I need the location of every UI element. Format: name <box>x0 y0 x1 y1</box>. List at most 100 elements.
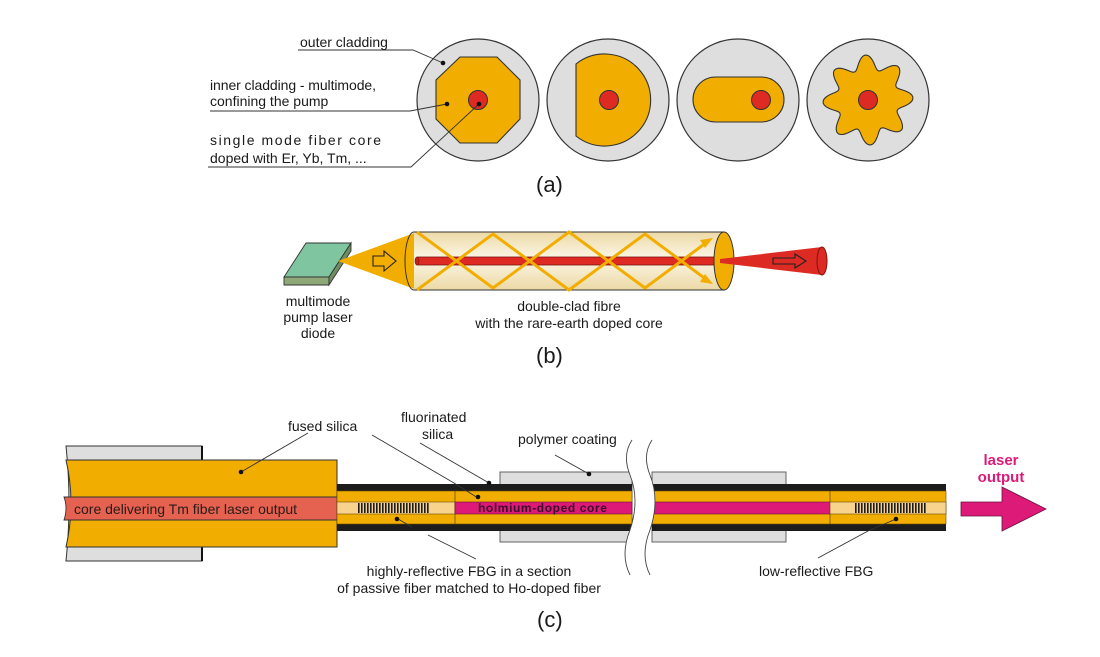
cross-section-octagonal <box>416 38 540 162</box>
grating-line <box>427 503 429 513</box>
grating-background <box>855 503 926 513</box>
pointer-dot <box>440 60 446 66</box>
core-circle <box>751 90 771 110</box>
grating-line <box>361 503 363 513</box>
grating-line <box>382 503 384 513</box>
output-arrow-icon <box>772 252 808 270</box>
grating-line <box>418 503 420 513</box>
pointer-dot <box>893 516 899 522</box>
grating-line <box>885 503 887 513</box>
break-line-right <box>644 439 656 576</box>
label-fused-silica: fused silica <box>288 418 357 434</box>
grating-line <box>397 503 399 513</box>
label-core-2: doped with Er, Yb, Tm, ... <box>210 150 367 166</box>
label-laser-output-2: output <box>978 469 1025 486</box>
cross-section-d-shaped <box>546 38 670 162</box>
pointer-dot <box>394 516 400 522</box>
grating-line <box>412 503 414 513</box>
grating-line <box>912 503 914 513</box>
grating-line <box>870 503 872 513</box>
inner-cladding-rect <box>692 76 785 123</box>
grating-line <box>379 503 381 513</box>
grating-line <box>424 503 426 513</box>
label-inner-cladding-1: inner cladding - multimode, <box>210 77 376 93</box>
core-rod-end <box>414 256 420 266</box>
grating-line <box>921 503 923 513</box>
delivery-core <box>63 496 338 521</box>
grating-line <box>873 503 875 513</box>
grating-line <box>924 503 926 513</box>
label-polymer-coating: polymer coating <box>518 431 617 447</box>
cross-section-rectangular <box>676 38 800 162</box>
cross-section-flower <box>806 38 930 162</box>
pump-ray-2 <box>416 230 708 290</box>
panel-a: outer cladding inner cladding - multimod… <box>208 34 930 197</box>
pointer-dot <box>486 480 492 486</box>
pointer-dot <box>476 101 482 107</box>
leader-fused-silica-2 <box>371 434 479 499</box>
label-fluorinated-2: silica <box>422 426 453 442</box>
grating-line <box>858 503 860 513</box>
caption-a: (a) <box>536 172 563 197</box>
grating-line <box>888 503 890 513</box>
label-fibre-1: double-clad fibre <box>517 298 621 314</box>
grating-line <box>373 503 375 513</box>
grating-line <box>376 503 378 513</box>
grating-line <box>891 503 893 513</box>
diode-side <box>328 241 352 287</box>
lr-fbg-grating <box>855 503 926 513</box>
pump-laser-diode <box>283 241 352 287</box>
grating-line <box>385 503 387 513</box>
pump-arrow-icon <box>372 249 397 273</box>
grating-line <box>415 503 417 513</box>
label-hr-fbg-2: of passive fiber matched to Ho-doped fib… <box>337 580 601 596</box>
grating-line <box>421 503 423 513</box>
grating-line <box>867 503 869 513</box>
grating-line <box>897 503 899 513</box>
label-fibre-2: with the rare-earth doped core <box>474 315 663 331</box>
grating-line <box>406 503 408 513</box>
ray-arrowhead <box>700 274 713 284</box>
label-inner-cladding-2: confining the pump <box>210 93 329 109</box>
grating-line <box>879 503 881 513</box>
output-beam <box>720 247 822 275</box>
panel-b: multimode pump laser diode double-clad f… <box>283 230 828 368</box>
leader-hr-fbg-b <box>427 534 477 560</box>
grating-line <box>391 503 393 513</box>
leader-lr-fbg <box>817 518 897 559</box>
grating-line <box>906 503 908 513</box>
pointer-dot <box>238 469 244 475</box>
pointer-dot <box>475 494 481 500</box>
grating-line <box>358 503 360 513</box>
caption-c: (c) <box>537 607 563 632</box>
panel-c: core delivering Tm fiber laser output ho… <box>63 409 1047 632</box>
label-laser-output-1: laser <box>983 452 1018 469</box>
grating-line <box>364 503 366 513</box>
leader-fused-silica <box>240 432 309 473</box>
ray-arrowhead <box>700 238 713 248</box>
core-circle <box>468 90 488 110</box>
label-diode-1: multimode <box>286 293 351 309</box>
laser-output-arrow-icon <box>960 486 1047 532</box>
break-line-left <box>624 439 636 576</box>
grating-line <box>918 503 920 513</box>
grating-line <box>861 503 863 513</box>
ho-fiber-section-1 <box>336 484 633 531</box>
label-outer-cladding: outer cladding <box>300 34 388 50</box>
grating-line <box>915 503 917 513</box>
grating-line <box>394 503 396 513</box>
grating-line <box>909 503 911 513</box>
grating-line <box>400 503 402 513</box>
label-holmium-core: holmium-doped core <box>478 501 607 515</box>
grating-line <box>900 503 902 513</box>
pointer-dot <box>444 101 450 107</box>
grating-line <box>370 503 372 513</box>
label-hr-fbg-1: highly-reflective FBG in a section <box>367 563 572 579</box>
label-core-1: single mode fiber core <box>210 132 381 148</box>
grating-line <box>903 503 905 513</box>
leader-core <box>208 103 480 168</box>
core-circle <box>858 90 878 110</box>
label-fluorinated-1: fluorinated <box>401 409 466 425</box>
caption-b: (b) <box>536 343 563 368</box>
